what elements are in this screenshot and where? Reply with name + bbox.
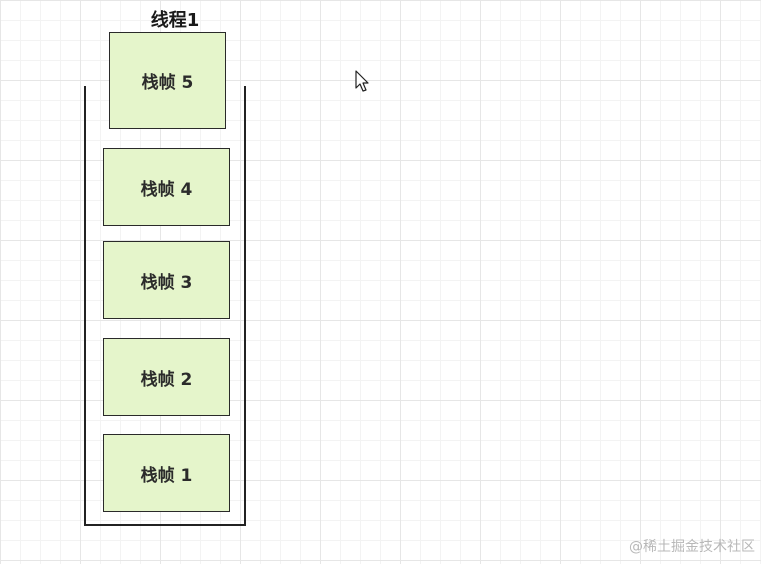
- stack-frame-1[interactable]: 栈帧 1: [103, 434, 230, 512]
- thread-title: 线程1: [150, 10, 200, 31]
- stack-frame-4[interactable]: 栈帧 4: [103, 148, 230, 226]
- watermark: @稀土掘金技术社区: [629, 539, 755, 555]
- mouse-pointer-icon: [355, 70, 369, 92]
- stack-frame-2[interactable]: 栈帧 2: [103, 338, 230, 416]
- stack-container: [84, 86, 246, 526]
- stack-frame-3[interactable]: 栈帧 3: [103, 241, 230, 319]
- stack-frame-5[interactable]: 栈帧 5: [109, 32, 226, 129]
